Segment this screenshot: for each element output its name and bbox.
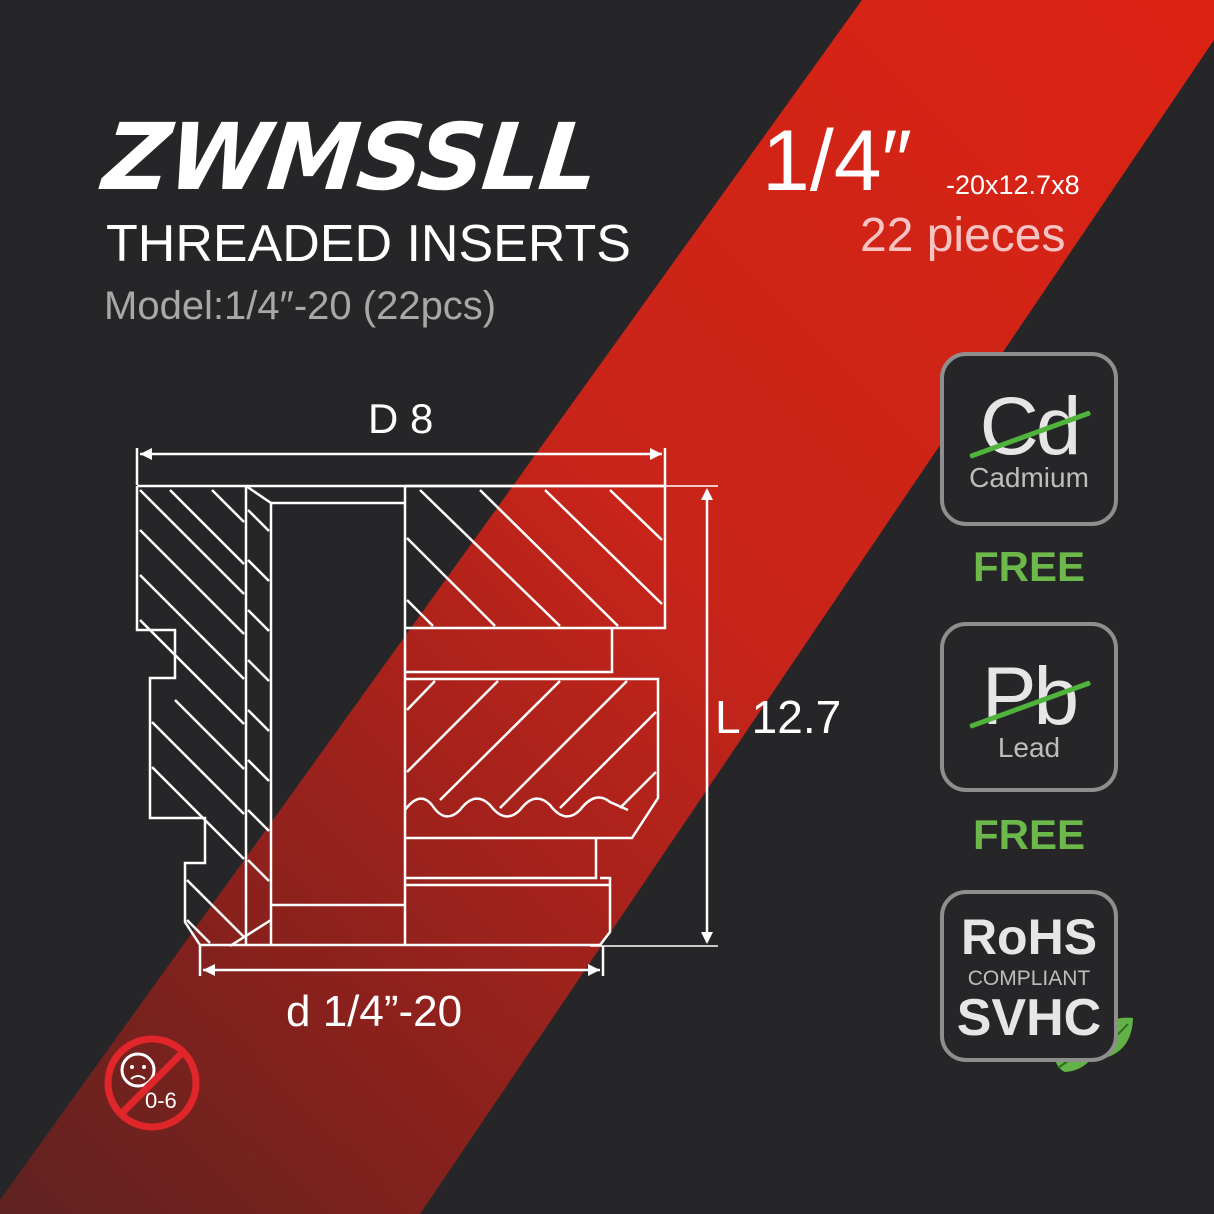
- cadmium-name: Cadmium: [969, 462, 1089, 493]
- product-type: THREADED INSERTS: [106, 215, 631, 273]
- cadmium-free-badge: Cd Cadmium: [940, 352, 1118, 526]
- lead-name: Lead: [997, 732, 1061, 763]
- insert-cross-section-drawing: [135, 448, 718, 976]
- size-main: 1/4″: [762, 113, 912, 209]
- lead-symbol: Pb: [981, 651, 1079, 742]
- length-label: L 12.7: [715, 691, 842, 743]
- compliant-label: COMPLIANT: [967, 967, 1091, 990]
- cadmium-symbol: Cd: [979, 381, 1082, 472]
- age-warning-label: 0-6: [145, 1088, 177, 1113]
- size-detail: -20x12.7x8: [946, 170, 1080, 200]
- model-label: Model:1/4″-20 (22pcs): [104, 284, 497, 328]
- svhc-label: SVHC: [956, 989, 1102, 1047]
- rohs-svhc-badge: RoHS COMPLIANT SVHC: [940, 890, 1118, 1062]
- no-children-icon: [104, 1035, 200, 1131]
- brand-logo: ZWMSSLL: [98, 104, 602, 211]
- lead-free-badge: Pb Lead: [940, 622, 1118, 792]
- lead-free-label: FREE: [972, 811, 1085, 858]
- outer-diameter-label: D 8: [368, 395, 434, 442]
- rohs-label: RoHS: [960, 909, 1098, 965]
- quantity-label: 22 pieces: [860, 209, 1066, 262]
- cadmium-free-label: FREE: [972, 543, 1085, 590]
- thread-size-label: d 1/4”-20: [286, 987, 463, 1036]
